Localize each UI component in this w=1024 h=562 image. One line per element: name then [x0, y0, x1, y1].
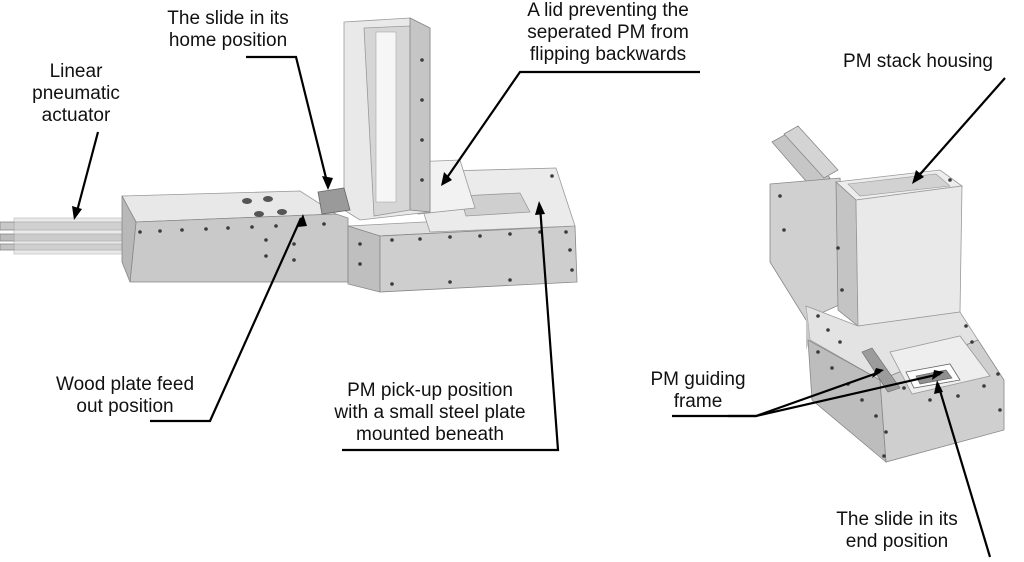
right-back-block — [769, 177, 851, 321]
leader-slide-end — [936, 383, 992, 558]
leader-slide-home — [246, 55, 330, 187]
pneumatic-actuator — [0, 217, 133, 255]
bolts-right — [778, 178, 1002, 458]
leader-actuator — [74, 131, 100, 216]
label-actuator: Linear pneumatic actuator — [32, 61, 120, 126]
label-stack-housing: PM stack housing — [843, 51, 993, 72]
slide-home — [317, 187, 351, 215]
top-holes — [242, 196, 287, 217]
label-pickup: PM pick-up position with a small steel p… — [334, 380, 526, 445]
label-lid: A lid preventing the seperated PM from f… — [527, 0, 689, 65]
leader-lid — [443, 70, 700, 183]
label-slide-end: The slide in its end position — [836, 509, 958, 552]
leader-wood-plate — [150, 217, 303, 423]
bolts-left — [138, 58, 574, 286]
right-lower-block — [805, 305, 1005, 463]
label-wood-plate: Wood plate feed out position — [55, 374, 195, 417]
right-actuator — [771, 125, 839, 189]
label-slide-home: The slide in its home position — [167, 8, 289, 51]
left-assembly — [0, 17, 578, 293]
left-stack-tower — [343, 17, 431, 221]
arrowheads — [72, 170, 944, 394]
leader-pickup — [342, 205, 560, 452]
leader-stack-housing — [914, 77, 1006, 181]
right-stack-housing — [835, 169, 964, 327]
base-block — [121, 190, 349, 283]
right-assembly — [769, 125, 1005, 463]
leader-guiding-2 — [672, 372, 941, 418]
leader-lines — [74, 55, 1006, 558]
label-guiding-frame: PM guiding frame — [650, 369, 746, 412]
